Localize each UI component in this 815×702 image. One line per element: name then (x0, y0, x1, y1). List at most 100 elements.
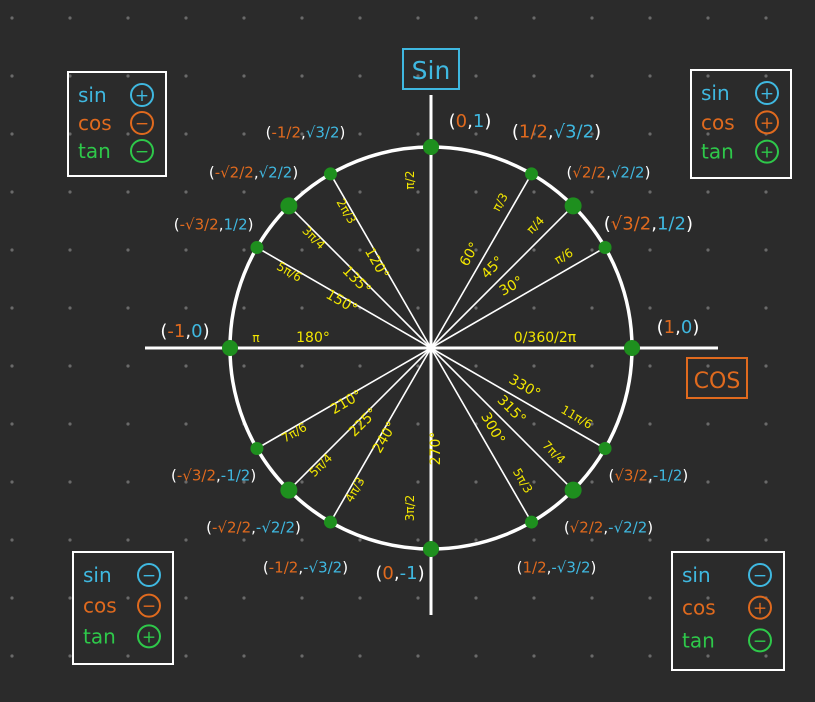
legend-sign: + (760, 143, 774, 163)
grid-dot (532, 538, 536, 542)
legend-sign: − (135, 142, 149, 162)
sin-axis-label: Sin (412, 56, 451, 85)
grid-dot (532, 480, 536, 484)
radian-label: 5π/4 (306, 451, 335, 480)
grid-dot (300, 306, 304, 310)
grid-dot (242, 16, 246, 20)
angle-ray (430, 205, 574, 349)
degree-label: 120° (361, 245, 392, 282)
circle-point (280, 197, 298, 215)
grid-dot (358, 538, 362, 542)
angle-ray (430, 347, 533, 523)
grid-dot (68, 596, 72, 600)
y-coordinate: 1 (473, 111, 484, 132)
grid-dot (474, 538, 478, 542)
grid-dot (10, 654, 14, 658)
minus-sign-icon (137, 593, 161, 618)
grid-dot (358, 364, 362, 368)
grid-dot (532, 596, 536, 600)
circle-point (598, 442, 612, 455)
grid-dot (68, 364, 72, 368)
grid-dot (532, 654, 536, 658)
degree-label: 300° (477, 410, 508, 447)
angle-ray (329, 347, 432, 523)
cos-axis-label-box: COS (686, 357, 748, 399)
grid-dot (126, 248, 130, 252)
plus-sign-icon (130, 83, 154, 107)
y-coordinate: -√3/2 (303, 558, 342, 576)
radian-label: 11π/6 (558, 403, 595, 432)
grid-dot (358, 480, 362, 484)
coordinate-labels: (1,0)(√3/2,1/2)(√2/2,√2/2)(1/2,√3/2)(0,1… (160, 111, 699, 584)
x-coordinate: 0 (456, 111, 467, 132)
x-coordinate: -1/2 (271, 124, 301, 142)
degree-label: 240° (370, 419, 401, 456)
legend-fn-sin: sin (83, 563, 112, 587)
legend-fn-sin: sin (682, 563, 711, 587)
coordinate-pair: (-1/2,-√3/2) (263, 558, 348, 576)
radian-label: 3π/4 (299, 223, 328, 252)
grid-dot (590, 654, 594, 658)
coordinate-text: (0,1) (449, 111, 492, 132)
grid-dot (358, 16, 362, 20)
grid-dot (68, 16, 72, 20)
grid-dot (706, 248, 710, 252)
grid-dot (764, 480, 768, 484)
grid-dot (184, 364, 188, 368)
radian-label: π/3 (489, 191, 511, 214)
circle-point (324, 167, 337, 181)
x-coordinate: -1/2 (269, 558, 299, 576)
grid-dot (474, 248, 478, 252)
grid-dot (764, 422, 768, 426)
grid-dot (184, 538, 188, 542)
grid-dot (706, 538, 710, 542)
grid-dot (590, 538, 594, 542)
grid-dot (184, 306, 188, 310)
grid-dot (474, 132, 478, 136)
grid-dot (184, 190, 188, 194)
grid-dot (474, 654, 478, 658)
plus-sign-icon (748, 595, 772, 620)
radian-label: 2π/3 (334, 196, 359, 226)
legend-fn-tan: tan (701, 140, 734, 164)
y-coordinate: 1/2 (657, 214, 686, 235)
grid-dot (358, 248, 362, 252)
grid-dot (706, 190, 710, 194)
x-coordinate: -√3/2 (177, 467, 216, 485)
grid-dot (532, 248, 536, 252)
radian-label: π (252, 331, 259, 345)
grid-dot (416, 132, 420, 136)
grid-dot (416, 190, 420, 194)
grid-dot (648, 190, 652, 194)
coordinate-pair: (0,1) (449, 111, 492, 132)
grid-dot (358, 74, 362, 78)
angle-ray (288, 205, 432, 349)
y-coordinate: -√2/2 (608, 518, 647, 536)
grid-dot (474, 596, 478, 600)
plus-sign-icon (137, 624, 161, 649)
grid-dot (648, 538, 652, 542)
minus-sign-icon (137, 563, 161, 587)
grid-dot (590, 480, 594, 484)
grid-dot (68, 306, 72, 310)
circle-point (250, 241, 264, 254)
coordinate-pair: (√3/2,-1/2) (608, 467, 688, 485)
grid-dot (474, 190, 478, 194)
grid-dot (706, 480, 710, 484)
x-coordinate: -1 (167, 321, 185, 342)
grid-dot (10, 248, 14, 252)
grid-dot (300, 74, 304, 78)
grid-dot (358, 190, 362, 194)
coordinate-pair: (-1/2,√3/2) (266, 124, 346, 142)
grid-dot (532, 16, 536, 20)
grid-dot (10, 422, 14, 426)
grid-dot (648, 16, 652, 20)
minus-sign-icon (130, 111, 154, 135)
grid-dot (358, 422, 362, 426)
grid-dot (416, 654, 420, 658)
grid-dot (68, 480, 72, 484)
legend-sign: + (760, 84, 774, 104)
circle-point (324, 515, 337, 529)
grid-dot (10, 132, 14, 136)
